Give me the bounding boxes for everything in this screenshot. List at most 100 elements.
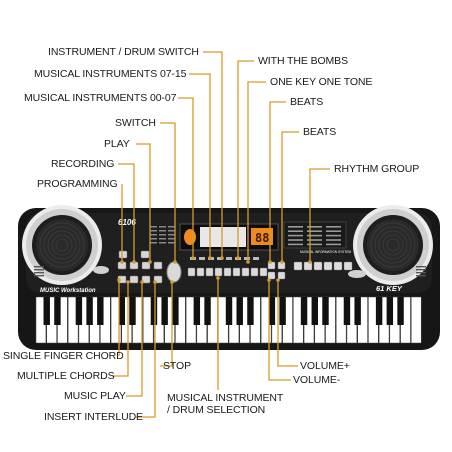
black-key[interactable] [300,297,308,325]
info-text-mark [326,226,341,228]
rhythm-button[interactable] [333,261,343,271]
info-text-mark [307,234,322,237]
instrument-button[interactable] [196,267,205,277]
label-musical-instrument: MUSICAL INSTRUMENT [167,392,284,404]
black-key[interactable] [225,297,233,325]
instrument-button[interactable] [250,267,259,277]
black-key[interactable] [236,297,243,325]
label-beats-2: BEATS [303,126,337,138]
info-text-mark [307,239,322,241]
leader-volume-plus [277,280,298,367]
volume-beat-button[interactable] [267,271,276,280]
panel-text-mark [150,238,157,240]
function-button[interactable] [129,275,139,284]
speaker-ring [378,230,408,260]
leader-dot [148,260,152,264]
black-key[interactable] [247,297,254,325]
leader-dot [140,280,144,284]
black-key[interactable] [204,297,211,325]
black-key[interactable] [129,297,136,325]
instrument-label-mark [226,257,232,260]
volume-knob[interactable] [93,266,109,274]
label-instrument-drum-switch: INSTRUMENT / DRUM SWITCH [48,46,199,58]
leader-dot [280,260,284,264]
black-key[interactable] [375,297,383,325]
leader-dot [132,260,136,264]
rhythm-buttons[interactable] [267,261,353,280]
white-key[interactable] [411,296,422,344]
leader-dot [191,256,195,260]
rhythm-button[interactable] [313,261,323,271]
instrument-button[interactable] [232,267,241,277]
leader-play [136,143,151,262]
microphone-jack[interactable] [166,261,182,283]
black-key[interactable] [54,297,61,325]
black-key[interactable] [354,297,361,325]
black-key[interactable] [343,297,351,325]
black-key[interactable] [397,297,404,325]
black-key[interactable] [118,297,125,325]
grill-slot [416,272,426,274]
black-key[interactable] [268,297,276,325]
instrument-button[interactable] [214,267,223,277]
instrument-button[interactable] [259,267,268,277]
black-key[interactable] [193,297,201,325]
instrument-button[interactable] [241,267,250,277]
leader-instrument-drum-switch [203,51,223,258]
black-key[interactable] [75,297,83,325]
black-key[interactable] [322,297,329,325]
black-key[interactable] [279,297,286,325]
right-speaker [353,205,433,285]
instrument-button[interactable] [187,267,196,277]
black-key[interactable] [43,297,50,325]
function-button[interactable] [140,250,150,259]
panel-text-mark [159,242,166,244]
info-text-mark [288,243,303,246]
leader-dot [236,256,240,260]
black-key[interactable] [172,297,179,325]
mic-icon-right [348,270,366,278]
function-button[interactable] [153,261,163,270]
leader-dot [153,280,157,284]
black-key[interactable] [86,297,93,325]
power-switch[interactable] [184,229,196,245]
speaker-ring [55,238,69,252]
black-key[interactable] [386,297,394,325]
leader-recording [118,163,135,262]
function-button[interactable] [118,250,128,259]
leader-musical-instruments-07-15 [189,73,211,258]
leader-dot [216,276,220,280]
leader-switch [160,122,176,262]
black-key[interactable] [161,297,168,325]
leader-dot [276,278,280,282]
rhythm-button[interactable] [343,261,353,271]
leader-beats-1 [269,101,286,262]
black-key[interactable] [311,297,318,325]
function-button[interactable] [141,275,151,284]
piano-keys[interactable] [35,296,422,344]
instrument-button[interactable] [205,267,214,277]
volume-beat-button[interactable] [277,271,286,280]
black-key[interactable] [97,297,104,325]
instrument-button[interactable] [223,267,232,277]
leader-dot [170,280,174,284]
rhythm-button[interactable] [303,261,313,271]
leader-dot [267,278,271,282]
info-text-mark [288,239,303,241]
info-text-mark [326,243,341,246]
leader-insert-interlude [136,282,156,418]
leader-stop [160,282,173,367]
function-buttons-left[interactable] [117,250,163,284]
info-text-mark [288,230,303,232]
leader-lines [112,51,330,418]
rhythm-button[interactable] [323,261,333,271]
left-speaker [22,205,102,285]
function-button[interactable] [141,261,151,270]
black-key[interactable] [150,297,158,325]
label-multiple-chords: MULTIPLE CHORDS [17,370,115,382]
panel-text-mark [159,226,166,228]
rhythm-button[interactable] [293,261,303,271]
label-play: PLAY [104,138,130,150]
label-programming: PROGRAMMING [37,178,118,190]
